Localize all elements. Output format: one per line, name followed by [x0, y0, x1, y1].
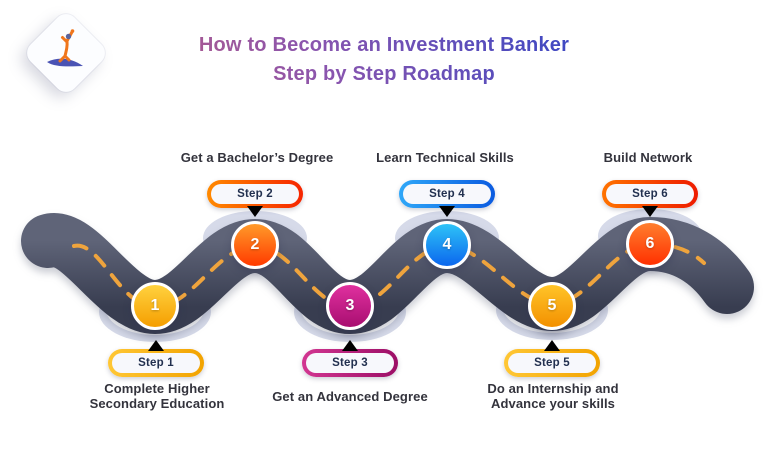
step-6-marker: 6 — [626, 220, 674, 268]
step-6-label: Build Network — [603, 150, 693, 165]
step-6-badge-label: Step 6 — [606, 184, 694, 204]
step-3-badge-label: Step 3 — [306, 353, 394, 373]
step-3-label: Get an Advanced Degree — [272, 389, 428, 404]
step-3-badge-pointer — [342, 340, 358, 351]
step-5-badge-label: Step 5 — [508, 353, 596, 373]
step-4-number: 4 — [442, 236, 452, 253]
step-1-badge-pointer — [148, 340, 164, 351]
page-title-line2: Step by Step Roadmap — [273, 63, 495, 85]
step-4-badge-pointer — [439, 206, 455, 217]
step-4-label: Learn Technical Skills — [376, 150, 514, 165]
step-2-number: 2 — [250, 236, 260, 253]
step-2-marker: 2 — [231, 221, 279, 269]
step-3-number: 3 — [345, 297, 355, 314]
step-5-marker: 5 — [528, 282, 576, 330]
step-1-marker: 1 — [131, 282, 179, 330]
step-4-badge: Step 4 — [399, 180, 495, 217]
page-title: How to Become an Investment Banker Step … — [0, 31, 768, 89]
step-5-label: Do an Internship and Advance your skills — [487, 381, 619, 411]
step-5-badge-pointer — [544, 340, 560, 351]
step-2-label: Get a Bachelor’s Degree — [180, 150, 334, 165]
step-1-badge-label: Step 1 — [112, 353, 200, 373]
step-2-badge-label: Step 2 — [211, 184, 299, 204]
step-1-label: Complete Higher Secondary Education — [89, 381, 225, 411]
step-6-badge: Step 6 — [602, 180, 698, 217]
step-1-number: 1 — [150, 297, 160, 314]
step-2-badge: Step 2 — [207, 180, 303, 217]
leaping-figure-icon — [47, 29, 83, 67]
logo — [20, 6, 112, 100]
page-title-line1: How to Become an Investment Banker — [198, 34, 570, 56]
step-6-badge-pointer — [642, 206, 658, 217]
step-2-badge-pointer — [247, 206, 263, 217]
step-5-number: 5 — [547, 297, 557, 314]
step-3-marker: 3 — [326, 282, 374, 330]
step-3-badge: Step 3 — [302, 340, 398, 377]
step-1-badge: Step 1 — [108, 340, 204, 377]
step-4-badge-label: Step 4 — [403, 184, 491, 204]
step-4-marker: 4 — [423, 221, 471, 269]
step-6-number: 6 — [645, 235, 655, 252]
step-5-badge: Step 5 — [504, 340, 600, 377]
